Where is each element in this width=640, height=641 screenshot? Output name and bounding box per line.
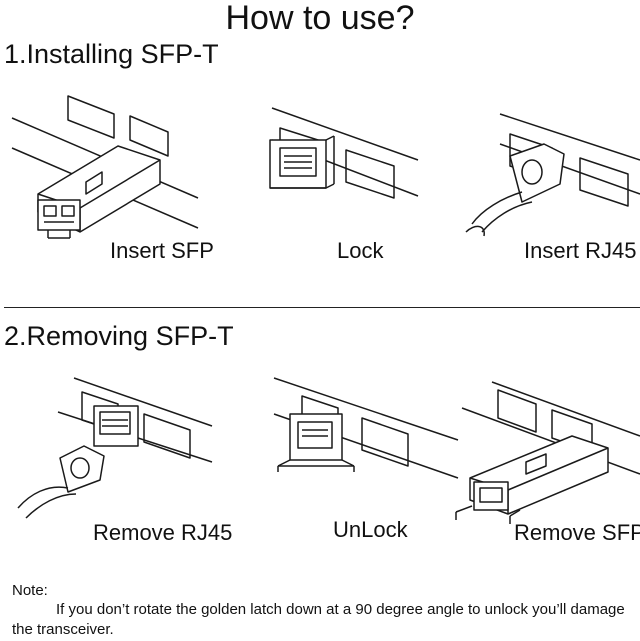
note-label: Note:: [12, 582, 48, 599]
note-text: If you don’t rotate the golden latch dow…: [12, 601, 625, 638]
step-label-insert-sfp: Insert SFP: [110, 238, 214, 263]
lock-illustration: [222, 100, 422, 250]
page-title: How to use?: [225, 0, 415, 37]
remove-sfp-illustration: [452, 378, 640, 528]
step-label-unlock: UnLock: [333, 517, 408, 542]
unlock-illustration: [262, 374, 462, 524]
step-label-remove-rj45: Remove RJ45: [93, 520, 233, 545]
remove-rj45-illustration: [14, 376, 214, 526]
insert-sfp-illustration: [8, 88, 208, 248]
section-divider: [4, 307, 640, 308]
insert-rj45-illustration: [452, 106, 640, 246]
step-label-lock: Lock: [337, 238, 384, 263]
section-heading-installing: 1.Installing SFP-T: [4, 39, 219, 69]
step-label-insert-rj45: Insert RJ45: [524, 238, 637, 263]
section-heading-removing: 2.Removing SFP-T: [4, 321, 234, 351]
step-label-remove-sfp: Remove SFP: [514, 520, 640, 545]
